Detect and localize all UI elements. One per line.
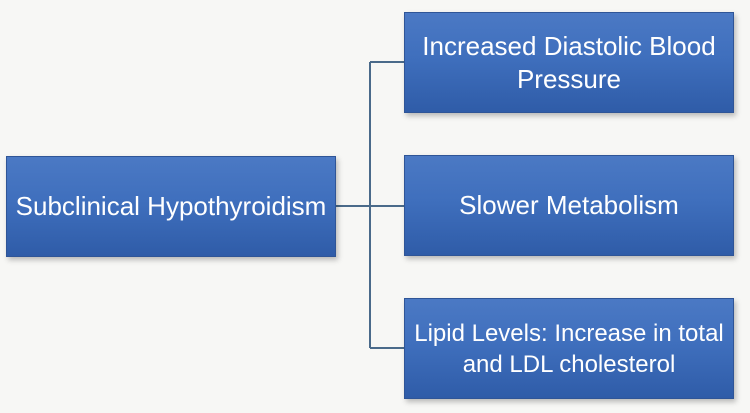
child-node-lipids: Lipid Levels: Increase in total and LDL …: [404, 298, 734, 399]
root-node: Subclinical Hypothyroidism: [6, 156, 336, 257]
child-node-label: Lipid Levels: Increase in total and LDL …: [414, 319, 724, 378]
child-node-metabolism: Slower Metabolism: [404, 155, 734, 256]
child-node-label: Slower Metabolism: [459, 190, 679, 220]
root-node-label: Subclinical Hypothyroidism: [15, 191, 327, 221]
child-node-diastolic: Increased Diastolic Blood Pressure: [404, 12, 734, 113]
child-node-label: Increased Diastolic Blood Pressure: [422, 30, 716, 94]
